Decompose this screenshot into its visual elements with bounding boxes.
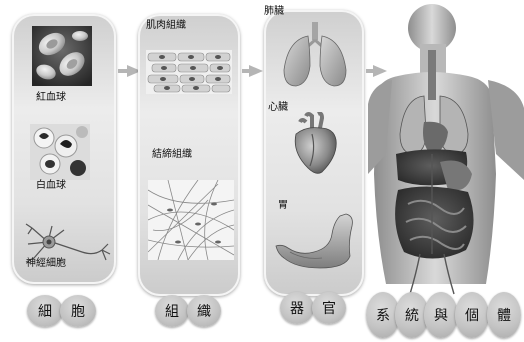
body-chip-3: 與 <box>424 292 458 338</box>
tissue-chip-2: 織 <box>187 295 221 327</box>
heart-label: 心臟 <box>268 98 288 113</box>
heart-image <box>286 112 344 178</box>
red-blood-cell-label: 紅血球 <box>36 88 66 103</box>
muscle-tissue-label: 肌肉組織 <box>146 16 186 31</box>
cell-chip-1: 細 <box>27 295 63 327</box>
lungs-image <box>280 22 350 90</box>
organ-chip-1: 器 <box>280 292 314 324</box>
connective-tissue-image <box>148 180 234 260</box>
lungs-label: 肺臟 <box>264 2 284 17</box>
stomach-image <box>274 212 360 270</box>
body-chip-4: 個 <box>455 292 489 338</box>
neuron-label: 神經細胞 <box>26 254 66 269</box>
muscle-tissue-image <box>146 50 232 94</box>
red-blood-cells-image <box>32 26 92 86</box>
stomach-label: 胃 <box>278 196 288 211</box>
connective-tissue-label: 結締組織 <box>152 145 192 160</box>
organ-chip-2: 官 <box>312 292 346 324</box>
human-body-image <box>368 4 524 300</box>
white-blood-cells-image <box>30 124 90 180</box>
tissue-chip-1: 組 <box>155 295 189 327</box>
cell-chip-2: 胞 <box>60 295 96 327</box>
white-blood-cell-label: 白血球 <box>36 176 66 191</box>
body-chip-5: 體 <box>487 292 521 338</box>
arrow-2 <box>249 65 263 77</box>
